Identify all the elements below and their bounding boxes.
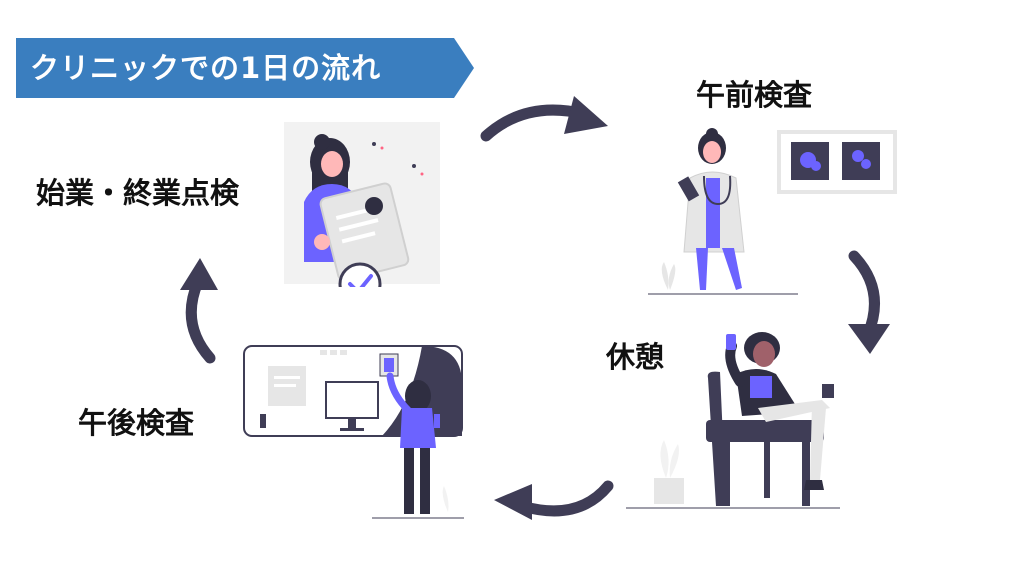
- banner-shape: [16, 38, 474, 98]
- arrow-left-icon: [180, 258, 218, 364]
- step-label-afternoon: 午後検査: [78, 406, 195, 440]
- step-label-break: 休憩: [606, 340, 665, 374]
- title-banner: クリニックでの1日の流れ: [16, 38, 474, 98]
- woman-at-whiteboard-icon: [243, 345, 464, 519]
- arrow-bottom-icon: [494, 480, 614, 520]
- arrow-right-icon: [848, 250, 890, 354]
- step-label-opening: 始業・終業点検: [36, 176, 240, 210]
- woman-relaxing-in-chair-icon: [626, 332, 840, 509]
- diagram-title: クリニックでの1日の流れ: [30, 51, 382, 85]
- doctor-with-xray-icon: [648, 128, 897, 295]
- woman-holding-document-check-icon: [284, 122, 440, 287]
- step-label-morning: 午前検査: [696, 78, 813, 112]
- arrow-top-icon: [480, 96, 608, 142]
